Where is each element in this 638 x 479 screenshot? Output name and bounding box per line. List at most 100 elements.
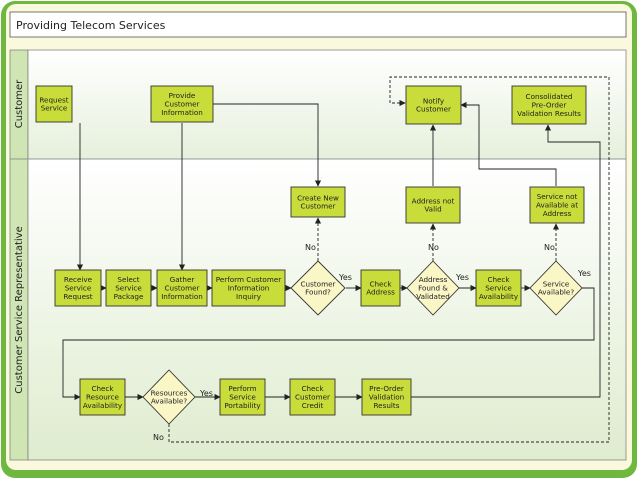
edge-provide-to-create: [213, 103, 322, 187]
node-label-line: Service: [229, 393, 256, 402]
label-no-res: No: [153, 433, 164, 442]
node-label-line: Address: [543, 209, 572, 218]
edge-preorder-to-consolidated: [411, 124, 601, 398]
node-label-line: Perform: [228, 384, 256, 393]
node-label-line: Receive: [64, 275, 93, 284]
node-label-line: Available?: [538, 288, 575, 297]
node-label-line: Results: [374, 401, 400, 410]
node-shape-box: [529, 186, 585, 224]
node-shape-diamond: [529, 260, 583, 316]
edge-svc-yes-loop: [62, 287, 595, 401]
label-no-svc: No: [544, 243, 555, 252]
node-shape-box: [361, 378, 412, 416]
node-shape-box: [54, 269, 102, 307]
node-shape-box: [156, 269, 208, 307]
label-yes-addr: Yes: [455, 273, 469, 282]
node-shape-box: [289, 378, 336, 416]
node-label-line: Request: [39, 95, 68, 104]
lane-rep-label: Customer Service Representative: [14, 226, 25, 393]
node-label-line: Service: [41, 104, 68, 113]
node-label-line: Customer: [416, 105, 451, 114]
node-label-line: Resource: [86, 393, 120, 402]
node-shape-box: [79, 378, 126, 416]
node-label-line: Pre-Order: [532, 101, 567, 110]
node-label-line: Check: [301, 384, 324, 393]
edge-res-no: [168, 76, 610, 443]
title-box: [9, 11, 627, 38]
node-label-line: Address not: [412, 196, 455, 205]
node-label-line: Customer: [295, 393, 330, 402]
node-label-line: Found &: [418, 284, 448, 293]
node-label-line: Resources: [151, 388, 188, 397]
node-label-line: Address: [419, 275, 448, 284]
node-shape-box: [105, 269, 152, 307]
node-shape-box: [211, 269, 286, 307]
node-label-line: Check: [487, 275, 510, 284]
node-label-line: Portability: [224, 401, 261, 410]
node-label-line: Availability: [83, 401, 123, 410]
node-shape-box: [35, 85, 73, 123]
node-label-line: Service: [485, 284, 512, 293]
node-shape-box: [290, 186, 346, 218]
node-label-line: Check: [91, 384, 114, 393]
node-label-line: Information: [161, 108, 203, 117]
node-label-line: Valid: [424, 205, 441, 214]
node-label-line: Available?: [151, 397, 188, 406]
node-shape-box: [150, 85, 214, 123]
node-shape-box: [405, 85, 462, 125]
node-label-line: Found?: [305, 288, 331, 297]
node-label-line: Customer: [165, 284, 200, 293]
label-yes-svc: Yes: [577, 269, 591, 278]
node-label-line: Service not: [537, 192, 578, 201]
node-label-line: Availability: [479, 292, 519, 301]
lane-customer-label: Customer: [14, 79, 25, 128]
label-no-addr: No: [428, 243, 439, 252]
node-label-line: Service: [65, 284, 92, 293]
dashed-connectors: [168, 76, 610, 443]
node-shape-box: [219, 378, 266, 416]
node-label-line: Provide: [169, 91, 196, 100]
node-label-line: Inquiry: [236, 292, 262, 301]
node-label-line: Address: [366, 288, 395, 297]
label-no-found: No: [305, 243, 316, 252]
node-label-line: Gather: [170, 275, 195, 284]
nodes-layer: RequestServiceProvideCustomerInformation…: [35, 85, 587, 425]
connectors: [62, 101, 601, 401]
node-label-line: Package: [114, 292, 144, 301]
node-shape-diamond: [406, 260, 460, 316]
diagram-title: Providing Telecom Services: [16, 19, 166, 32]
node-label-line: Check: [369, 279, 392, 288]
node-label-line: Consolidated: [526, 92, 573, 101]
node-shape-box: [511, 85, 587, 125]
label-yes-res: Yes: [199, 389, 213, 398]
node-label-line: Customer: [301, 279, 336, 288]
node-label-line: Service: [115, 284, 142, 293]
node-label-line: Request: [63, 292, 92, 301]
node-label-line: Customer: [165, 100, 200, 109]
node-label-line: Available at: [536, 201, 578, 210]
node-shape-box: [475, 269, 522, 307]
node-label-line: Pre-Order: [369, 384, 404, 393]
node-label-line: Information: [228, 284, 270, 293]
node-label-line: Validation: [369, 393, 405, 402]
edge-svcnot-to-notify: [460, 101, 557, 186]
node-label-line: Credit: [302, 401, 324, 410]
